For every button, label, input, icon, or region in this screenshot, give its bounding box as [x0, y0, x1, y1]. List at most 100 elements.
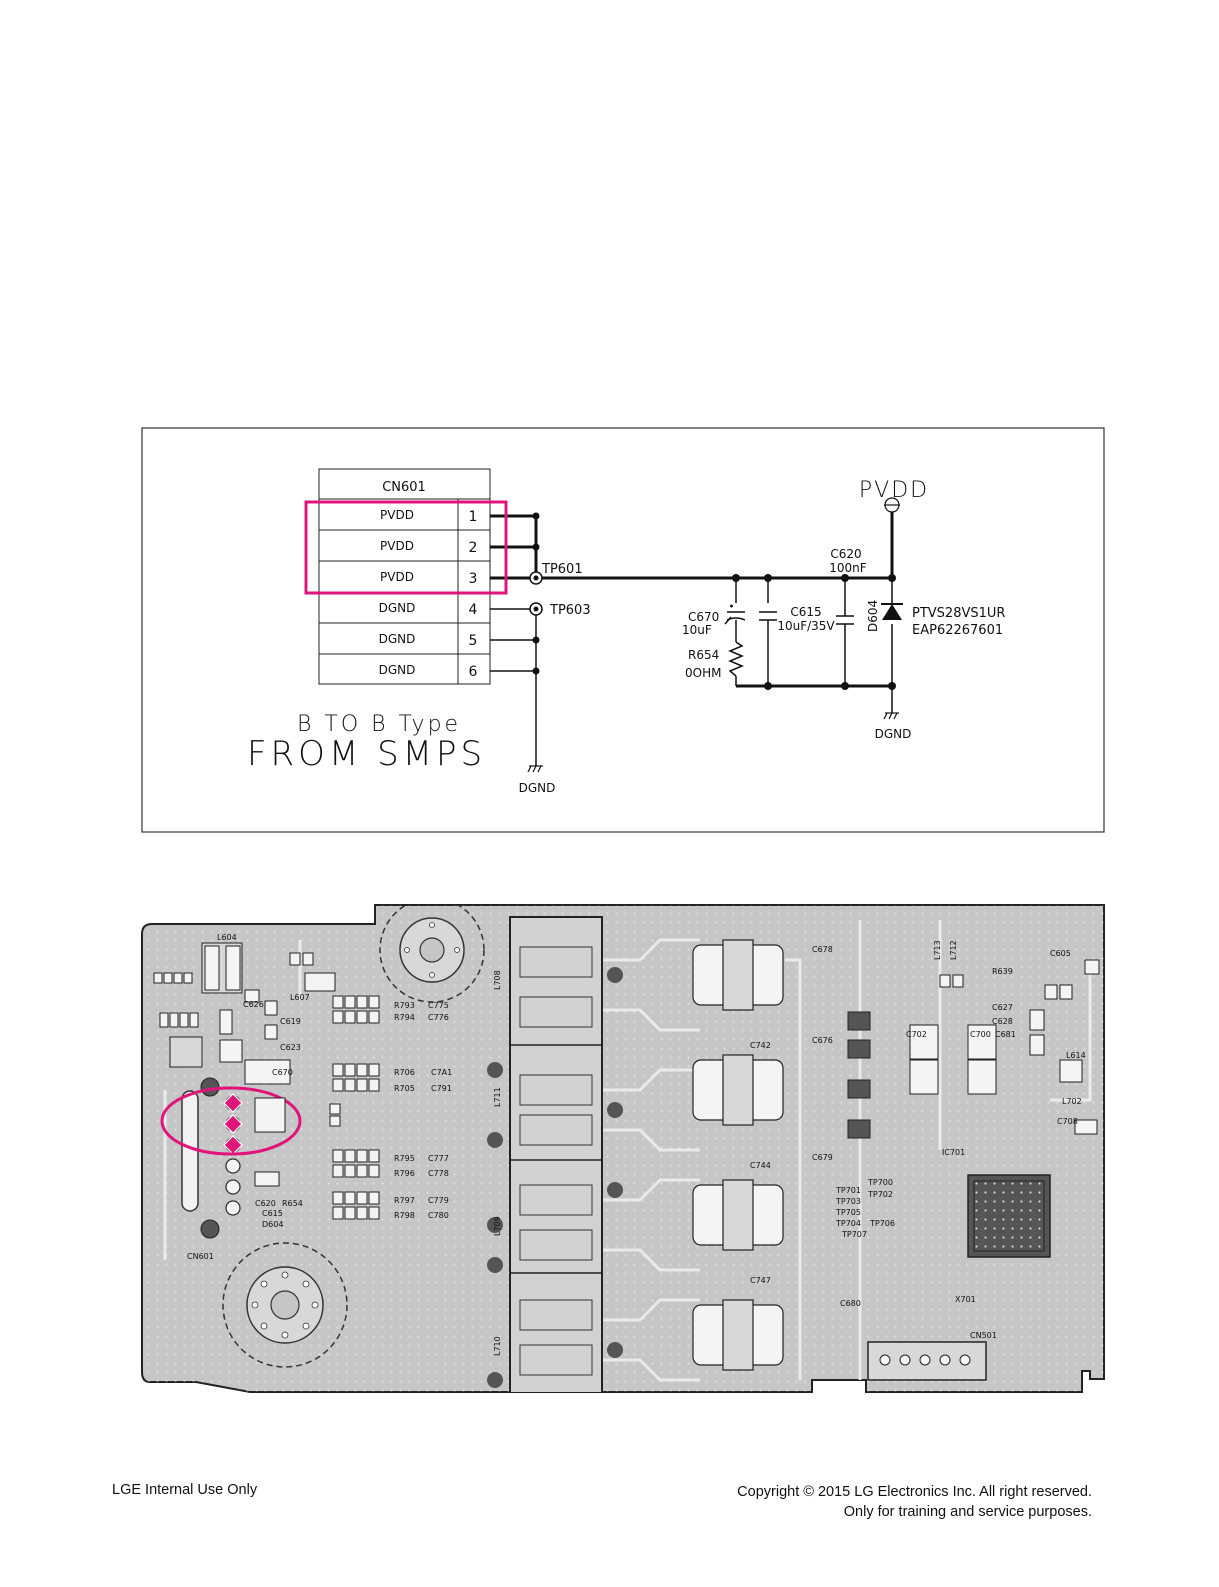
cn501-connector-footprint — [867, 1341, 987, 1381]
pcb-label-r793: R793 — [394, 1001, 415, 1010]
pcb-label-r794: R794 — [394, 1013, 415, 1022]
pcb-label-c676: C676 — [812, 1036, 833, 1045]
tp603-marker — [529, 602, 543, 616]
pcb-label-l710: L710 — [493, 1336, 502, 1356]
ferrite-bead-stack — [847, 1011, 871, 1139]
ground-symbol-left — [527, 765, 543, 773]
pcb-label-tp701: TP701 — [835, 1186, 861, 1195]
pcb-label-tp703: TP703 — [835, 1197, 861, 1206]
pcb-label-c623: C623 — [280, 1043, 301, 1052]
pcb-label-l713: L713 — [933, 940, 942, 960]
pcb-label-tp700: TP700 — [867, 1178, 893, 1187]
pcb-label-c670: C670 — [272, 1068, 293, 1077]
pcb-label-x701: X701 — [955, 1295, 976, 1304]
pin-3-name: PVDD — [380, 570, 414, 584]
pin-4-name: DGND — [379, 601, 416, 615]
pcb-label-c708: C708 — [1057, 1117, 1078, 1126]
r654-ref: R654 — [688, 648, 719, 662]
tp601-label: TP601 — [541, 562, 583, 577]
connector-ref-label: CN601 — [382, 480, 426, 495]
pcb-label-cn601: CN601 — [187, 1252, 214, 1261]
pcb-label-tp702: TP702 — [867, 1190, 893, 1199]
schematic-wires — [490, 512, 894, 766]
pcb-label-r639: R639 — [992, 967, 1013, 976]
pin-1-name: PVDD — [380, 508, 414, 522]
pcb-label-ic701: IC701 — [942, 1148, 965, 1157]
pcb-label-c679: C679 — [812, 1153, 833, 1162]
pcb-label-c776: C776 — [428, 1013, 449, 1022]
c615-ref: C615 — [790, 605, 821, 619]
pcb-label-r797: R797 — [394, 1196, 415, 1205]
dgnd-left-label: DGND — [519, 781, 556, 795]
inductor-column — [487, 916, 623, 1392]
pin-5-num: 5 — [469, 633, 478, 649]
r654-value: 0OHM — [685, 666, 721, 680]
ground-symbol-right — [883, 712, 899, 720]
pcb-label-l709: L709 — [493, 1216, 502, 1236]
pcb-label-c626: C626 — [243, 1000, 264, 1009]
pcb-label-tp707: TP707 — [841, 1230, 867, 1239]
pcb-label-c777: C777 — [428, 1154, 449, 1163]
pcb-label-c742: C742 — [750, 1041, 771, 1050]
schematic-frame — [141, 427, 1105, 833]
pcb-traces — [163, 920, 1092, 1382]
pin-2-num: 2 — [469, 540, 478, 556]
c670-ref: C670 — [688, 610, 719, 624]
pcb-label-l708: L708 — [493, 970, 502, 990]
pin-5-name: DGND — [379, 632, 416, 646]
tp601-marker — [529, 571, 543, 585]
pcb-label-r798: R798 — [394, 1211, 415, 1220]
pcb-label-c791: C791 — [431, 1084, 452, 1093]
c620-capacitor-symbol — [836, 615, 854, 625]
c670-capacitor-symbol — [724, 604, 746, 625]
mounting-hole-bottom-left — [222, 1242, 348, 1368]
d604-diode-symbol — [881, 603, 903, 620]
pcb-silkscreen-labels: CN601 L604 L607 C619 C623 C626 C670 C620… — [187, 933, 1086, 1356]
pcb-label-c680: C680 — [840, 1299, 861, 1308]
pcb-label-r706: R706 — [394, 1068, 415, 1077]
left-middle-resistor-arrays — [332, 995, 380, 1220]
pin-2-name: PVDD — [380, 539, 414, 553]
pcb-label-c628: C628 — [992, 1017, 1013, 1026]
pcb-label-c747: C747 — [750, 1276, 771, 1285]
pcb-label-l607: L607 — [290, 993, 310, 1002]
pcb-label-tp705: TP705 — [835, 1208, 861, 1217]
d604-part: PTVS28VS1UR — [912, 606, 1005, 621]
ic701-package — [967, 1174, 1051, 1258]
schematic-diagram: CN601 PVDD PVDD PVDD DGND DGND DGND 1 2 … — [141, 427, 1105, 833]
pcb-label-tp704: TP704 — [835, 1219, 861, 1228]
footer-copyright-line1: Copyright © 2015 LG Electronics Inc. All… — [737, 1484, 1092, 1500]
cn601-pvdd-pin-markers — [223, 1093, 243, 1155]
left-component-cluster — [153, 942, 341, 1187]
c670-value: 10uF — [682, 623, 712, 637]
pcb-label-r654: R654 — [282, 1199, 303, 1208]
pcb-label-r705: R705 — [394, 1084, 415, 1093]
pcb-label-tp706: TP706 — [869, 1219, 895, 1228]
footer-copyright: Copyright © 2015 LG Electronics Inc. All… — [737, 1482, 1092, 1522]
pcb-label-c620: C620 — [255, 1199, 276, 1208]
pcb-label-c7a1: C7A1 — [431, 1068, 452, 1077]
pcb-label-c605: C605 — [1050, 949, 1071, 958]
pcb-label-c615: C615 — [262, 1209, 283, 1218]
right-component-cluster — [909, 959, 1100, 1135]
c620-value: 100nF — [829, 561, 867, 575]
cn601-highlight-ellipse — [160, 1086, 302, 1156]
pcb-label-l614: L614 — [1066, 1051, 1086, 1060]
pcb-label-l604: L604 — [217, 933, 237, 942]
dgnd-right-label: DGND — [875, 727, 912, 741]
pcb-label-cn501: CN501 — [970, 1331, 997, 1340]
pin-1-num: 1 — [469, 509, 478, 525]
footer-copyright-line2: Only for training and service purposes. — [843, 1504, 1092, 1520]
pin-6-num: 6 — [469, 664, 478, 680]
pcb-label-d604: D604 — [262, 1220, 283, 1229]
pcb-label-c775: C775 — [428, 1001, 449, 1010]
d604-code: EAP62267601 — [912, 623, 1003, 638]
output-filter-blocks — [692, 939, 784, 1371]
c615-value: 10uF/35V — [777, 619, 835, 633]
c615-capacitor-symbol — [759, 611, 777, 621]
pvdd-power-symbol — [884, 497, 900, 513]
pcb-label-c702: C702 — [906, 1030, 927, 1039]
pvdd-pins-highlight-box — [304, 500, 508, 595]
pcb-label-c619: C619 — [280, 1017, 301, 1026]
